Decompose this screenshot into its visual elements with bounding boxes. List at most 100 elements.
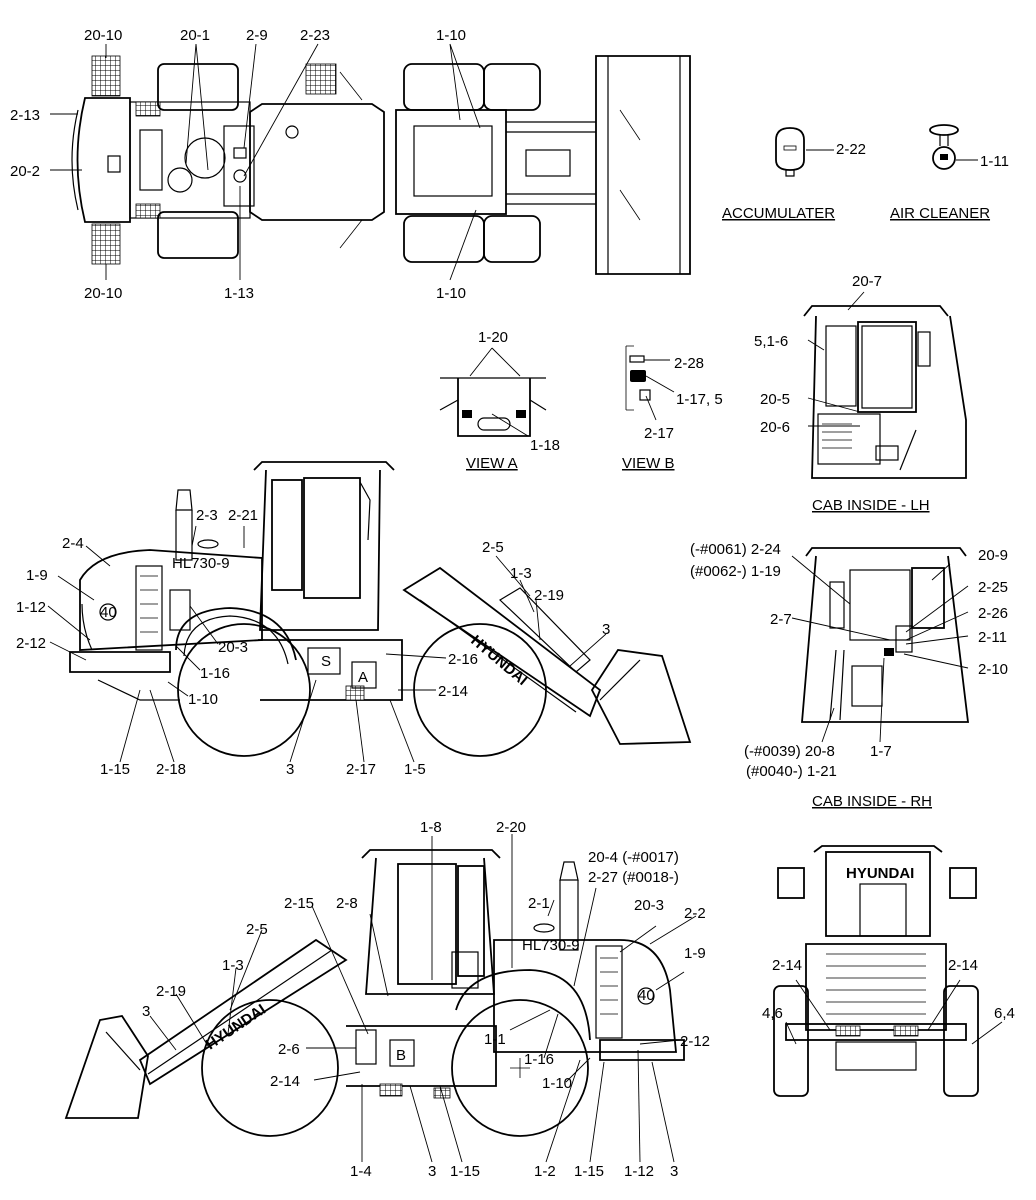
callout-label: 20-7 — [852, 273, 882, 290]
callout-label: 2-11 — [978, 629, 1007, 646]
callout-label: 1-9 — [26, 567, 48, 584]
callout-label: 20-10 — [84, 285, 122, 302]
callout-label: 1-16 — [524, 1051, 554, 1068]
callout-label: 1-15 — [450, 1163, 480, 1180]
callout-label: 2-19 — [534, 587, 564, 604]
callout-label: 20-3 — [218, 639, 248, 656]
callout-label: (#0040-) 1-21 — [746, 763, 837, 780]
callout-label: 2-14 — [270, 1073, 300, 1090]
callout-label: 2-17 — [346, 761, 376, 778]
callout-label: 1-1 — [484, 1031, 506, 1048]
view-a-detail — [439, 377, 547, 437]
leader-lines — [47, 43, 1003, 1163]
callout-label: 2-9 — [246, 27, 268, 44]
speed-sign-left: 40 — [100, 604, 117, 621]
callout-label: 20-10 — [84, 27, 122, 44]
callout-label: 1-9 — [684, 945, 706, 962]
callout-label: 1-12 — [624, 1163, 654, 1180]
callout-label: 2-8 — [336, 895, 358, 912]
callout-label: 1-17, 5 — [676, 391, 723, 408]
speed-sign-right: 40 — [638, 987, 655, 1004]
callout-label: 20-4 (-#0017) — [588, 849, 679, 866]
callout-label: 2-23 — [300, 27, 330, 44]
callout-label: 1-3 — [222, 957, 244, 974]
callout-label: 3 — [670, 1163, 678, 1180]
callout-label: 5,1-6 — [754, 333, 788, 350]
callout-label: 20-3 — [634, 897, 664, 914]
cab-rh-title: CAB INSIDE - RH — [812, 793, 932, 810]
callout-label: 20-5 — [760, 391, 790, 408]
callout-label: 2-6 — [278, 1041, 300, 1058]
callout-label: 1-20 — [478, 329, 508, 346]
accumulater-title: ACCUMULATER — [722, 205, 835, 222]
callout-label: 1-12 — [16, 599, 46, 616]
callout-label: 2-5 — [482, 539, 504, 556]
callout-label: (-#0061) 2-24 — [690, 541, 781, 558]
svg-text:S: S — [321, 653, 331, 670]
callout-label: 2-1 — [528, 895, 550, 912]
callout-label: 3 — [428, 1163, 436, 1180]
callout-label: 20-9 — [978, 547, 1008, 564]
left-side-view: S HYUNDAI HL730-9 40 A — [69, 461, 692, 757]
callout-label: 1-15 — [574, 1163, 604, 1180]
callout-label: 1-15 — [100, 761, 130, 778]
callout-label: 2-16 — [448, 651, 478, 668]
callout-label: 1-11 — [980, 153, 1009, 170]
callout-label: 2-5 — [246, 921, 268, 938]
view-a-marker: A — [358, 669, 368, 686]
callout-label: 3 — [602, 621, 610, 638]
callout-label: (#0062-) 1-19 — [690, 563, 781, 580]
callout-label: 1-4 — [350, 1163, 372, 1180]
callout-label: 2-22 — [836, 141, 866, 158]
callout-label: 1-10 — [436, 27, 466, 44]
callout-label: 1-10 — [542, 1075, 572, 1092]
view-a-title: VIEW A — [466, 455, 518, 472]
callout-label: 2-3 — [196, 507, 218, 524]
callout-label: (-#0039) 20-8 — [744, 743, 835, 760]
cab-lh-title: CAB INSIDE - LH — [812, 497, 930, 514]
callout-label: 1-10 — [436, 285, 466, 302]
air-cleaner-title: AIR CLEANER — [890, 205, 990, 222]
callout-label: 1-2 — [534, 1163, 556, 1180]
callout-label: 2-12 — [680, 1033, 710, 1050]
callout-label: 20-1 — [180, 27, 210, 44]
model-marking-left: HL730-9 — [172, 555, 230, 572]
callout-label: 3 — [286, 761, 294, 778]
callout-label: 2-14 — [438, 683, 468, 700]
callout-label: 2-18 — [156, 761, 186, 778]
callout-label: 2-7 — [770, 611, 792, 628]
callout-label: 2-21 — [228, 507, 258, 524]
brand-logo-rear: HYUNDAI — [846, 865, 914, 882]
callout-label: 2-17 — [644, 425, 674, 442]
callout-label: 1-5 — [404, 761, 426, 778]
cab-inside-lh — [803, 305, 967, 479]
callout-label: 4,6 — [762, 1005, 783, 1022]
callout-label: 1-10 — [188, 691, 218, 708]
callout-label: 2-14 — [948, 957, 978, 974]
callout-label: 2-2 — [684, 905, 706, 922]
callout-label: 1-8 — [420, 819, 442, 836]
callout-label: 2-20 — [496, 819, 526, 836]
callout-label: 2-26 — [978, 605, 1008, 622]
callout-label: 2-25 — [978, 579, 1008, 596]
callout-labels: 20-10 20-1 2-9 2-23 1-10 2-13 20-2 20-10… — [10, 27, 1015, 1180]
callout-label: 2-15 — [284, 895, 314, 912]
callout-label: 1-18 — [530, 437, 560, 454]
view-b-title: VIEW B — [622, 455, 675, 472]
callout-label: 2-28 — [674, 355, 704, 372]
callout-label: 2-27 (#0018-) — [588, 869, 679, 886]
callout-label: 1-16 — [200, 665, 230, 682]
callout-label: 2-4 — [62, 535, 84, 552]
callout-label: 20-6 — [760, 419, 790, 436]
top-view — [71, 55, 691, 275]
callout-label: 2-13 — [10, 107, 40, 124]
view-b-marker: B — [396, 1047, 406, 1064]
callout-label: 1-13 — [224, 285, 254, 302]
callout-label: 6,4 — [994, 1005, 1015, 1022]
rear-view: HYUNDAI — [773, 845, 979, 1097]
callout-label: 1-3 — [510, 565, 532, 582]
callout-label: 3 — [142, 1003, 150, 1020]
air-cleaner-part — [929, 124, 959, 170]
